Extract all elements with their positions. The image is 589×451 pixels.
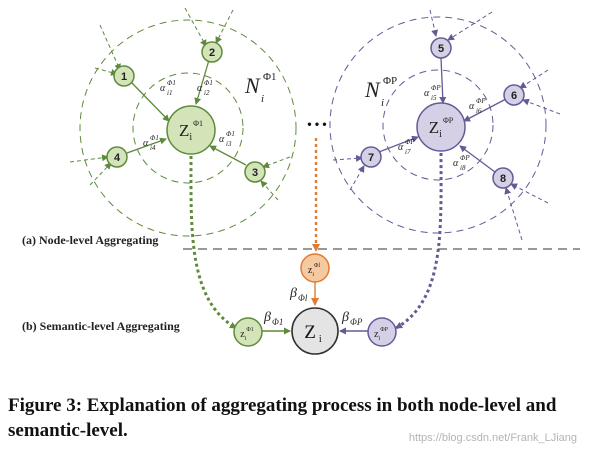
svg-text:Φ1: Φ1 xyxy=(150,134,159,142)
left-center-sub: i xyxy=(189,132,192,143)
left-outer-ring xyxy=(79,19,297,237)
left-center-node xyxy=(166,105,216,155)
svg-text:i3: i3 xyxy=(226,140,232,148)
svg-text:Φ1: Φ1 xyxy=(226,130,235,138)
left-center-sup: Φ1 xyxy=(193,119,203,128)
svg-text:ΦP: ΦP xyxy=(460,154,470,162)
semantic-level-label: (b) Semantic-level Aggregating xyxy=(22,319,180,333)
svg-text:ΦP: ΦP xyxy=(405,138,415,146)
svg-text:α: α xyxy=(424,88,430,99)
svg-text:β: β xyxy=(289,286,297,301)
right-cluster: ZiΦP 5 6 7 8 α ΦP i5 α ΦP i6 xyxy=(329,9,561,241)
svg-text:ZiΦP: ZiΦP xyxy=(429,116,454,140)
mid-semantic-node: ziΦl xyxy=(300,253,330,283)
svg-text:i6: i6 xyxy=(476,107,482,115)
svg-text:α: α xyxy=(219,134,225,145)
svg-text:β: β xyxy=(263,310,271,325)
left-semantic-node: ziΦ1 xyxy=(233,317,263,347)
svg-text:ΦP: ΦP xyxy=(350,317,363,327)
svg-text:α: α xyxy=(197,83,203,94)
node-4-label: 4 xyxy=(114,152,121,164)
node-4: 4 xyxy=(106,146,128,168)
svg-text:N: N xyxy=(364,77,381,102)
right-neighborhood-label: N i ΦP xyxy=(364,75,397,109)
alpha-i5: α ΦP i5 xyxy=(424,84,441,102)
alpha-i3: α Φ1 i3 xyxy=(219,130,235,148)
right-center-node xyxy=(416,102,466,152)
alpha-i8: α ΦP i8 xyxy=(453,154,470,172)
svg-text:ΦP: ΦP xyxy=(476,97,486,105)
svg-text:Φl: Φl xyxy=(298,293,308,303)
svg-text:Zi: Zi xyxy=(304,322,322,345)
left-center-base: Z xyxy=(179,121,189,140)
svg-text:i4: i4 xyxy=(150,144,156,152)
svg-text:ziΦP: ziΦP xyxy=(374,327,389,342)
node-2-label: 2 xyxy=(209,47,215,59)
svg-text:ziΦ1: ziΦ1 xyxy=(240,327,254,342)
svg-text:Φ1: Φ1 xyxy=(263,71,277,83)
right-semantic-node: ziΦP xyxy=(367,317,397,347)
node-8: 8 xyxy=(492,167,514,189)
svg-text:α: α xyxy=(160,83,166,94)
beta-phil: β Φl xyxy=(289,286,308,303)
right-outer-ring xyxy=(329,16,547,234)
aggregation-diagram: ZiΦ1 1 2 3 4 α Φ1 i1 α Φ1 i2 xyxy=(22,7,580,355)
svg-text:α: α xyxy=(398,142,404,153)
node-6-label: 6 xyxy=(511,90,517,102)
svg-text:Φ1: Φ1 xyxy=(204,79,213,87)
svg-text:ziΦl: ziΦl xyxy=(308,263,321,278)
right-center-sub: i xyxy=(439,129,442,140)
right-center-sup: ΦP xyxy=(443,116,454,125)
beta-phi1: β Φ1 xyxy=(263,310,283,327)
node-5-label: 5 xyxy=(438,43,444,55)
svg-text:i: i xyxy=(381,97,384,109)
node-2: 2 xyxy=(201,41,223,63)
svg-text:ΦP: ΦP xyxy=(383,75,397,87)
right-center-base: Z xyxy=(429,118,439,137)
svg-text:i2: i2 xyxy=(204,89,210,97)
svg-text:α: α xyxy=(143,138,149,149)
alpha-i4: α Φ1 i4 xyxy=(143,134,159,152)
node-level-label: (a) Node-level Aggregating xyxy=(22,233,158,247)
right-inner-ring xyxy=(382,69,494,181)
svg-text:Φ1: Φ1 xyxy=(272,317,283,327)
alpha-i2: α Φ1 i2 xyxy=(197,79,213,97)
svg-text:α: α xyxy=(453,158,459,169)
purple-flow-line xyxy=(395,152,443,330)
ellipsis: • • • xyxy=(307,117,326,131)
svg-text:ZiΦ1: ZiΦ1 xyxy=(179,119,203,143)
beta-phip: β ΦP xyxy=(341,310,363,327)
node-7: 7 xyxy=(360,146,382,168)
svg-text:Φ1: Φ1 xyxy=(167,79,176,87)
node-8-label: 8 xyxy=(500,173,506,185)
left-cluster: ZiΦ1 1 2 3 4 α Φ1 i1 α Φ1 i2 xyxy=(69,7,297,237)
node-3: 3 xyxy=(244,161,266,183)
node-1-label: 1 xyxy=(121,71,127,83)
watermark: https://blog.csdn.net/Frank_LJiang xyxy=(408,432,577,444)
svg-text:ΦP: ΦP xyxy=(431,84,441,92)
left-inner-ring xyxy=(132,72,244,184)
svg-text:i5: i5 xyxy=(431,94,437,102)
alpha-i6: α ΦP i6 xyxy=(469,97,486,115)
svg-text:i7: i7 xyxy=(405,148,411,156)
svg-text:i: i xyxy=(261,93,264,105)
svg-text:i1: i1 xyxy=(167,89,172,97)
svg-text:β: β xyxy=(341,310,349,325)
svg-text:N: N xyxy=(244,73,261,98)
figure-caption: Figure 3: Explanation of aggregating pro… xyxy=(8,395,557,441)
node-3-label: 3 xyxy=(252,167,258,179)
node-7-label: 7 xyxy=(368,152,374,164)
alpha-i1: α Φ1 i1 xyxy=(160,79,176,97)
svg-text:α: α xyxy=(469,101,475,112)
node-1: 1 xyxy=(113,65,135,87)
node-5: 5 xyxy=(430,37,452,59)
green-flow-line xyxy=(189,155,237,330)
svg-text:i8: i8 xyxy=(460,164,466,172)
node-6: 6 xyxy=(503,84,525,106)
alpha-i7: α ΦP i7 xyxy=(398,138,415,156)
left-neighborhood-label: N i Φ1 xyxy=(244,71,277,105)
